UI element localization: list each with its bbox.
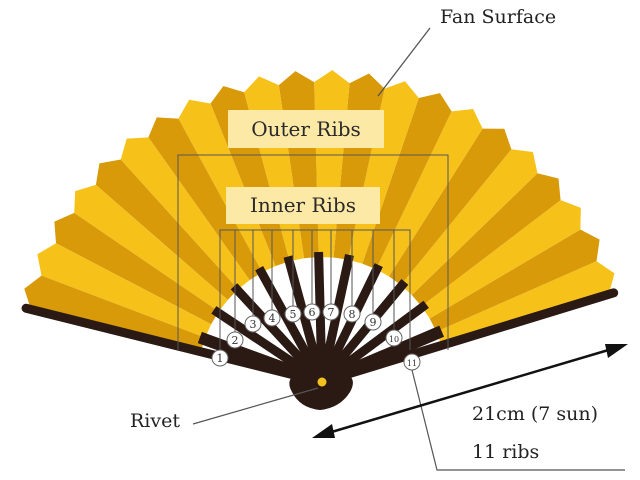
svg-text:6: 6 (309, 306, 316, 319)
svg-text:3: 3 (250, 318, 257, 331)
svg-text:1: 1 (217, 352, 224, 365)
fan-base (289, 369, 353, 410)
rib-count-label: 11 ribs (472, 441, 540, 463)
rib-number-2: 2 (226, 331, 244, 349)
inner-rib (255, 266, 326, 385)
svg-text:5: 5 (290, 308, 297, 321)
fan-surface-leader (377, 27, 431, 97)
fan-surface-stripe (37, 243, 212, 338)
rib-number-10: 10 (385, 329, 403, 347)
fan-surface-stripe (178, 99, 276, 273)
rivet (317, 377, 327, 387)
inner-rib (317, 263, 383, 384)
svg-text:7: 7 (328, 306, 335, 319)
svg-text:8: 8 (349, 308, 356, 321)
rib-number-3: 3 (244, 315, 262, 333)
fan-surface-stripe (120, 137, 250, 290)
svg-text:2: 2 (232, 334, 239, 347)
svg-text:11: 11 (407, 359, 417, 368)
fan-surface-label: Fan Surface (440, 6, 557, 28)
inner-rib (230, 283, 326, 386)
rib-number-4: 4 (263, 309, 281, 327)
fan-surface-stripe (362, 93, 452, 270)
length-arrow (312, 344, 628, 438)
fan-surface-stripe (24, 275, 206, 352)
fan-surface-stripe (375, 109, 483, 277)
rib-number-6: 6 (303, 303, 321, 321)
fan-surface-stripe (436, 261, 615, 346)
rib-number-7: 7 (322, 303, 340, 321)
rib-number-5: 5 (284, 305, 302, 323)
outer-ribs-bracket (177, 154, 449, 350)
fan-surface-stripe (388, 128, 512, 286)
rivet-label: Rivet (130, 410, 180, 432)
rib-count-leader (411, 369, 625, 471)
svg-text:4: 4 (269, 312, 276, 325)
fan-surface-stripe (148, 117, 263, 281)
inner-rib (318, 278, 409, 385)
rib-number-1: 1 (211, 349, 229, 367)
inner-rib (314, 251, 327, 383)
inner-ribs-label: Inner Ribs (226, 187, 380, 224)
fan-surface-stripe (429, 229, 600, 332)
fan-surface-stripe (95, 159, 239, 300)
rib-number-11: 11 (403, 353, 421, 371)
rib-number-9: 9 (364, 313, 382, 331)
inner-rib (283, 255, 327, 384)
svg-text:10: 10 (389, 335, 399, 344)
svg-text:9: 9 (370, 316, 377, 329)
length-label: 21cm (7 sun) (472, 403, 599, 425)
rib-number-8: 8 (343, 305, 361, 323)
inner-ribs-bracket (219, 229, 411, 350)
outer-ribs-label: Outer Ribs (228, 110, 384, 148)
fan-surface-stripe (74, 184, 228, 312)
rivet-leader (192, 387, 319, 425)
fan-surface-stripe (421, 200, 581, 319)
fan-surface-stripe (400, 149, 538, 296)
inner-rib (211, 306, 325, 386)
fan-surface-stripe (411, 173, 561, 307)
